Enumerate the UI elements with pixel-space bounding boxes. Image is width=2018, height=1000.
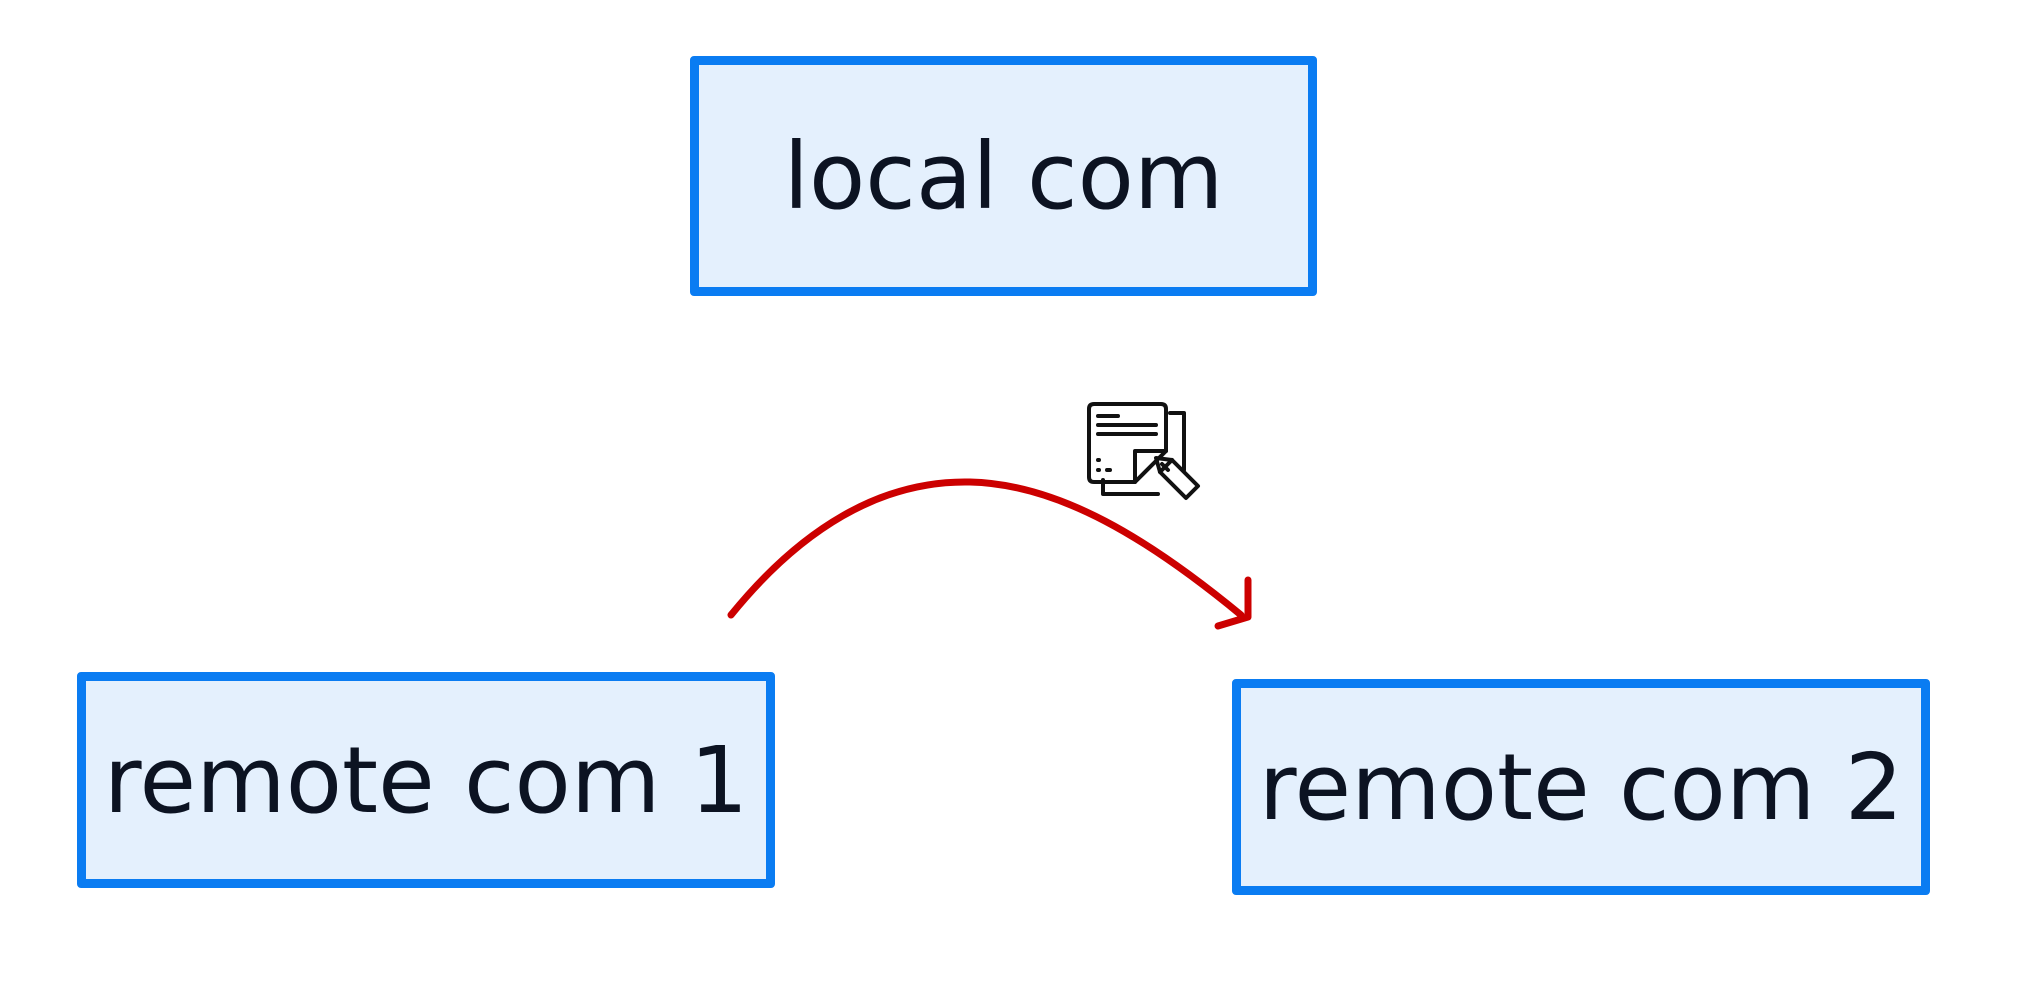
node-remote-com-2: remote com 2: [1232, 679, 1930, 895]
arrow-head-icon: [1214, 576, 1252, 630]
node-label: remote com 2: [1258, 733, 1904, 841]
node-local-com: local com: [690, 56, 1317, 296]
node-label: remote com 1: [103, 726, 749, 834]
document-edit-icon: [1087, 402, 1200, 500]
transfer-arrow: [727, 478, 1245, 619]
node-remote-com-1: remote com 1: [77, 672, 775, 888]
node-label: local com: [783, 122, 1224, 230]
